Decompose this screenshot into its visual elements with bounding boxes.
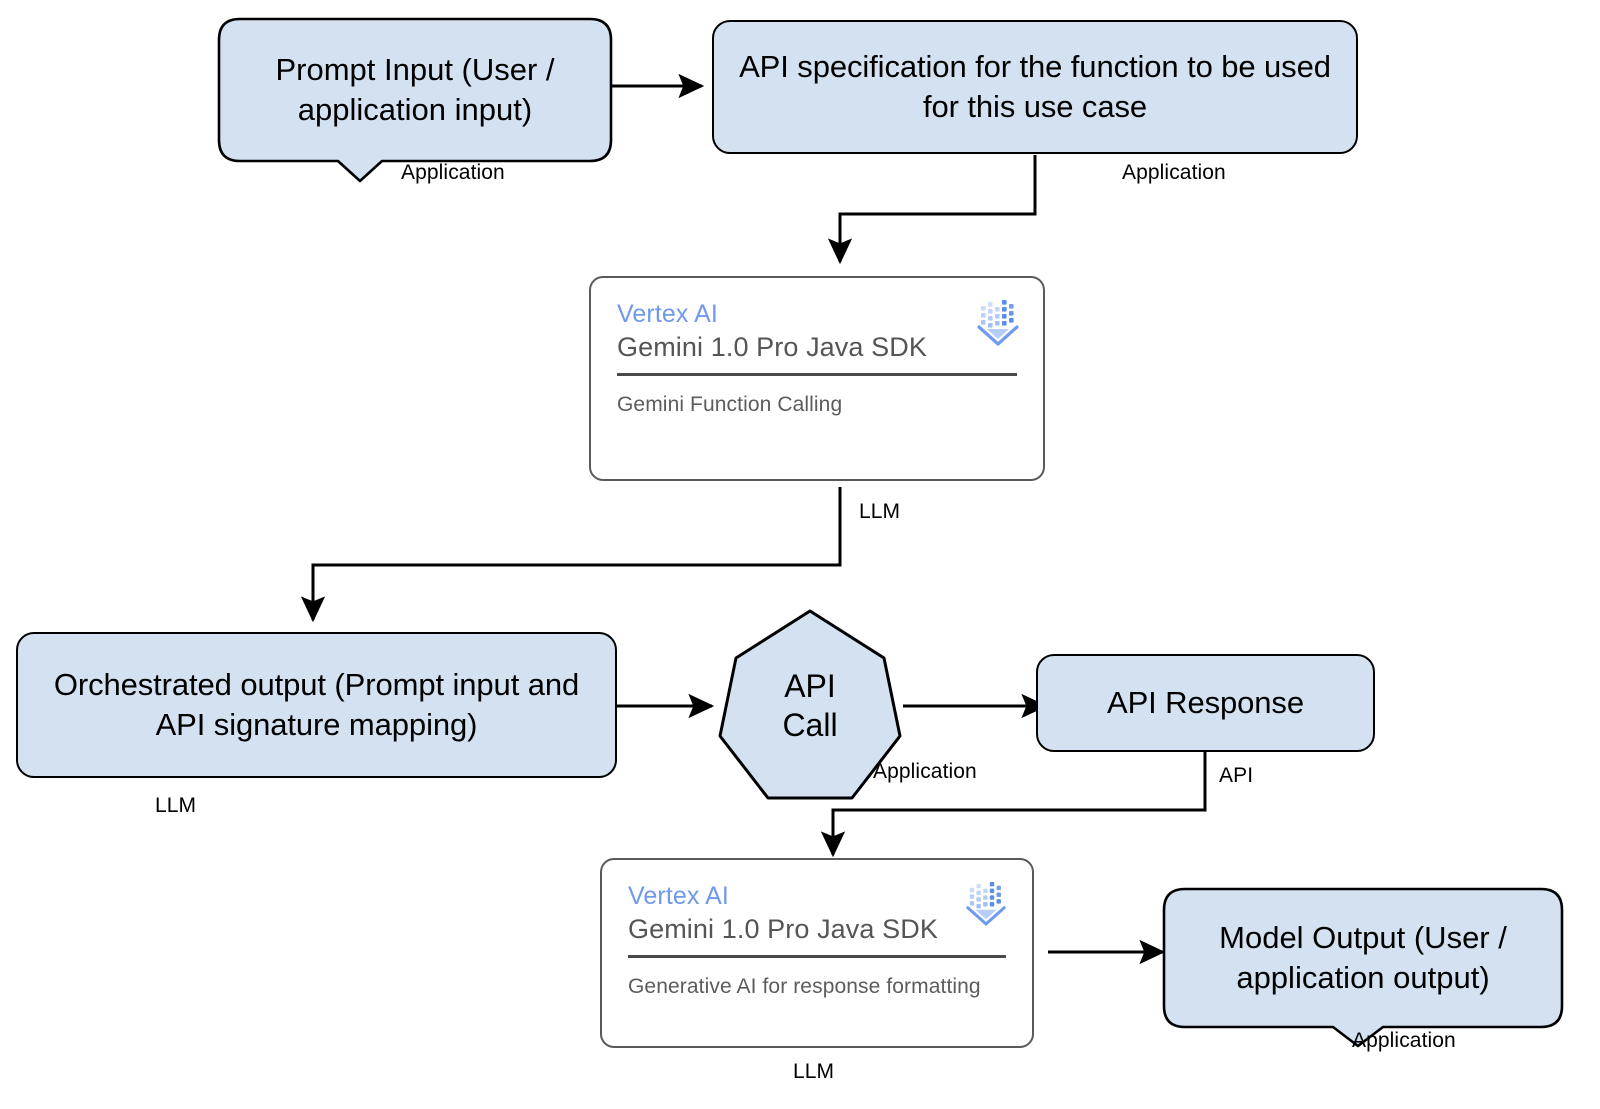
- callout-shape: [217, 17, 613, 183]
- node-api-call[interactable]: API Call: [712, 608, 908, 804]
- node-api-response[interactable]: API Response: [1036, 654, 1375, 752]
- node-prompt-input[interactable]: Prompt Input (User / application input): [217, 17, 613, 183]
- card-vertex-ai-bottom-brand: Vertex AI: [628, 882, 729, 910]
- node-model-output-label: Model Output (User / application output): [1219, 919, 1507, 995]
- node-api-response-label: API Response: [1107, 684, 1304, 720]
- card-vertex-ai-top-model: Gemini 1.0 Pro Java SDK: [617, 332, 927, 362]
- card-vertex-ai-top-subtitle: Gemini Function Calling: [617, 392, 843, 416]
- tag-orchestrated-output: LLM: [155, 794, 197, 817]
- tag-api-response: API: [1219, 764, 1254, 787]
- card-divider: [617, 372, 1017, 376]
- node-orchestrated-output[interactable]: Orchestrated output (Prompt input and AP…: [16, 632, 617, 778]
- tag-api-specification: Application: [1122, 161, 1226, 184]
- node-prompt-input-label: Prompt Input (User / application input): [275, 51, 555, 127]
- tag-vertex-ai-top: LLM: [859, 500, 901, 523]
- node-api-call-line2: Call: [782, 707, 838, 743]
- node-api-call-line1: API: [784, 667, 836, 704]
- node-api-specification[interactable]: API specification for the function to be…: [712, 20, 1358, 154]
- card-vertex-ai-bottom-model: Gemini 1.0 Pro Java SDK: [628, 914, 938, 944]
- tag-vertex-ai-bottom: LLM: [793, 1060, 835, 1083]
- node-api-specification-label: API specification for the function to be…: [739, 48, 1331, 124]
- card-vertex-ai-top[interactable]: Vertex AI Gemini 1.0 Pro Java SDK Gemini…: [589, 276, 1045, 481]
- tag-api-call: Application: [873, 760, 977, 783]
- tag-prompt-input: Application: [401, 161, 505, 184]
- tag-model-output: Application: [1352, 1029, 1456, 1052]
- node-model-output[interactable]: Model Output (User / application output): [1162, 887, 1564, 1048]
- card-divider: [628, 954, 1006, 958]
- heptagon-shape: [718, 609, 902, 800]
- edge-apispec-to-vertex-top: [827, 155, 1037, 265]
- node-api-call-label: API Call: [712, 608, 908, 804]
- node-orchestrated-output-label: Orchestrated output (Prompt input and AP…: [53, 666, 580, 742]
- edge-vertex-top-to-orchestrated: [300, 487, 842, 623]
- card-vertex-ai-bottom[interactable]: Vertex AI Gemini 1.0 Pro Java SDK Genera…: [600, 858, 1034, 1048]
- vertex-ai-logo-icon: [964, 880, 1010, 928]
- card-vertex-ai-bottom-subtitle: Generative AI for response formatting: [628, 974, 981, 998]
- callout-shape: [1162, 887, 1564, 1048]
- card-vertex-ai-top-brand: Vertex AI: [617, 300, 718, 328]
- vertex-ai-logo-icon: [975, 298, 1021, 346]
